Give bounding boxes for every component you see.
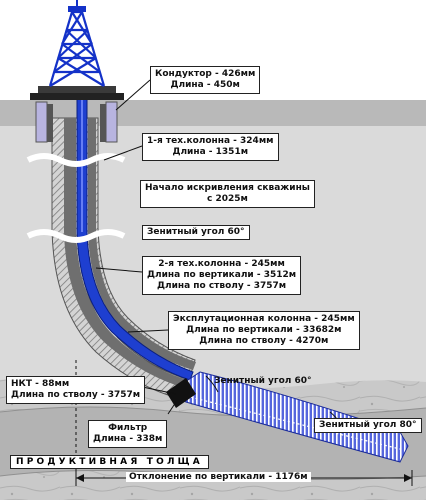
crown-block (68, 6, 86, 12)
filter-length: Длина - 338м (93, 434, 163, 444)
leader-lines (95, 79, 177, 415)
label-deviation: Отклонение по вертикали - 1176м (126, 472, 311, 482)
productive-zone-text: ПРОДУКТИВНАЯ ТОЛЩА (16, 457, 203, 467)
label-casing1: 1-я тех.колонна - 324мм Длина - 1351м (142, 133, 279, 161)
label-productive-zone: ПРОДУКТИВНАЯ ТОЛЩА (10, 455, 209, 469)
nkt-length: Длина по стволу - 3757м (11, 390, 141, 400)
derrick-tower (48, 10, 106, 87)
filter-section (169, 371, 409, 463)
conductor-wall-right (100, 104, 106, 142)
rig-base (38, 86, 116, 93)
inner-casing-right (88, 118, 196, 370)
conductor-right (105, 101, 118, 143)
label-production: Эксплутационная колонна - 245мм Длина по… (168, 311, 360, 350)
label-zenith80: Зенитный угол 80° (314, 418, 422, 433)
label-kickoff: Начало искривления скважины с 2025м (140, 180, 315, 208)
label-nkt: НКТ - 88мм Длина по стволу - 3757м (6, 376, 146, 404)
zenith60-top-text: Зенитный угол 60° (147, 227, 245, 237)
filter-perforation (185, 395, 405, 451)
casing2-name: 2-я тех.колонна - 245мм (158, 259, 285, 269)
conductor-name: Кондуктор - 426мм (155, 69, 256, 79)
kickoff-title: Начало искривления скважины (145, 183, 310, 193)
kickoff-depth: с 2025м (207, 194, 248, 204)
inner-casing-left (64, 118, 191, 389)
zenith80-text: Зенитный угол 80° (319, 420, 417, 430)
zenith60-bottom-text: Зенитный угол 60° (214, 376, 312, 386)
nkt-name: НКТ - 88мм (11, 379, 70, 389)
casing2-bore: Длина по стволу - 3757м (156, 281, 287, 291)
conductor-left (35, 101, 48, 143)
casing2-vertical: Длина по вертикали - 3512м (147, 270, 297, 280)
arrow-head-left (76, 474, 84, 482)
conductor-wall-left (47, 104, 53, 142)
label-casing2: 2-я тех.колонна - 245мм Длина по вертика… (142, 256, 302, 295)
tubing-nkt (76, 95, 194, 381)
packer (166, 378, 196, 408)
conductor-length: Длина - 450м (170, 80, 240, 90)
label-zenith60-top: Зенитный угол 60° (142, 225, 250, 240)
filter-name: Фильтр (108, 423, 148, 433)
rig-platform (30, 93, 124, 100)
label-conductor: Кондуктор - 426мм Длина - 450м (150, 66, 261, 94)
label-zenith60-bottom: Зенитный угол 60° (214, 376, 312, 387)
label-filter: Фильтр Длина - 338м (88, 420, 168, 448)
arrow-head-right (404, 474, 412, 482)
casing1-length: Длина - 1351м (172, 147, 249, 157)
deviation-text: Отклонение по вертикали - 1176м (129, 472, 308, 482)
production-name: Эксплутационная колонна - 245мм (173, 314, 355, 324)
zenith-arc-60 (205, 375, 219, 393)
casing1-name: 1-я тех.колонна - 324мм (147, 136, 274, 146)
break-mark-lower (26, 229, 126, 243)
production-bore: Длина по стволу - 4270м (199, 336, 329, 346)
break-mark-upper (26, 153, 126, 167)
production-vertical: Длина по вертикали - 33682м (186, 325, 342, 335)
